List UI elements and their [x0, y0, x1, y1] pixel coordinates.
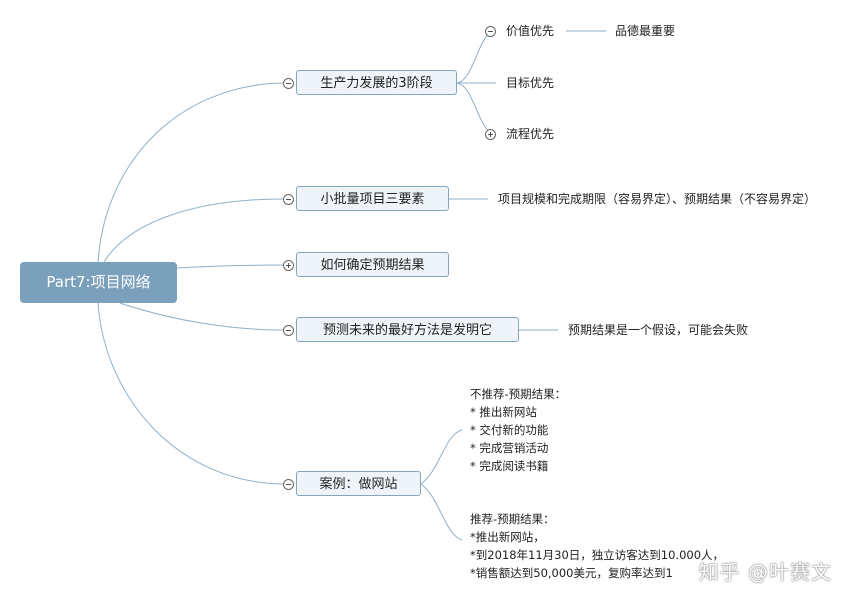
case-line: *推出新网站，	[470, 530, 545, 544]
link-root-branch-2	[103, 198, 284, 263]
link-root-branch-3	[176, 264, 284, 269]
branch-case-website[interactable]: 案例：做网站	[296, 471, 421, 496]
case-line: *到2018年11月30日，独立访客达到10.000人，	[470, 548, 725, 562]
link-root-branch-5	[97, 302, 284, 485]
link-b1-c1	[456, 30, 497, 84]
collapse-icon[interactable]	[283, 325, 294, 336]
link-root-branch-4	[119, 302, 284, 331]
branch-invent-the-future[interactable]: 预测未来的最好方法是发明它	[296, 317, 519, 342]
case-line: *销售额达到50,000美元，复购率达到1	[470, 566, 673, 580]
branch-determine-expected-results[interactable]: 如何确定预期结果	[296, 252, 449, 277]
link-b1-c3	[456, 82, 497, 135]
case-line: * 完成营销活动	[470, 441, 549, 455]
expand-icon[interactable]	[283, 260, 294, 271]
case-line: 推荐-预期结果：	[470, 512, 555, 526]
case-line: 不推荐-预期结果：	[470, 387, 567, 401]
branch-productivity-stages[interactable]: 生产力发展的3阶段	[296, 70, 457, 95]
leaf-process-first[interactable]: 流程优先	[506, 127, 555, 141]
link-b5-g1	[420, 429, 463, 485]
zhihu-watermark: 知乎 @叶赛文	[698, 560, 832, 584]
collapse-icon[interactable]	[283, 194, 294, 205]
collapse-icon[interactable]	[485, 26, 496, 37]
note-expected-result-hypothesis: 预期结果是一个假设，可能会失败	[568, 323, 749, 337]
case-line: * 完成阅读书籍	[470, 459, 549, 473]
branch-small-batch-elements[interactable]: 小批量项目三要素	[296, 186, 449, 211]
note-morality-most-important: 品德最重要	[615, 24, 676, 38]
case-recommended[interactable]: 推荐-预期结果： *推出新网站， *到2018年11月30日，独立访客达到10.…	[470, 510, 724, 582]
leaf-value-first[interactable]: 价值优先	[506, 24, 555, 38]
collapse-icon[interactable]	[283, 78, 294, 89]
link-b5-g2	[420, 483, 463, 541]
root-topic[interactable]: Part7:项目网络	[20, 262, 177, 303]
expand-icon[interactable]	[485, 129, 496, 140]
case-line: * 交付新的功能	[470, 423, 549, 437]
case-not-recommended[interactable]: 不推荐-预期结果： * 推出新网站 * 交付新的功能 * 完成营销活动 * 完成…	[470, 385, 566, 475]
case-line: * 推出新网站	[470, 405, 537, 419]
note-scope-deadline-results: 项目规模和完成期限（容易界定）、预期结果（不容易界定）	[498, 192, 817, 206]
link-root-branch-1	[97, 82, 284, 263]
collapse-icon[interactable]	[283, 479, 294, 490]
leaf-goal-first[interactable]: 目标优先	[506, 76, 555, 90]
